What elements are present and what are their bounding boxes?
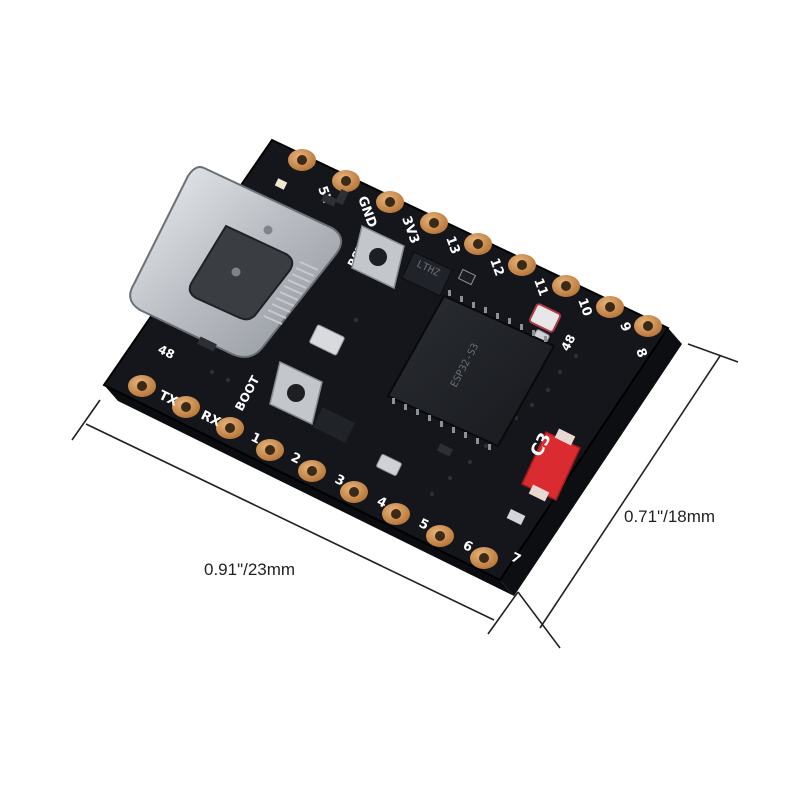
led-left-label: 48 (156, 342, 177, 362)
usb-screw (263, 225, 273, 235)
pcb-edge (104, 385, 514, 596)
pcb-edge-right (500, 328, 682, 596)
pin-label-tx: TX (156, 388, 180, 410)
pin-label-10: 10 (574, 296, 594, 318)
pin-label-12: 12 (486, 256, 506, 278)
usb-c-port (188, 224, 294, 321)
height-label: 0.71"/18mm (624, 507, 715, 526)
top-pads (288, 149, 662, 337)
width-label: 0.91"/23mm (204, 560, 295, 579)
chip-pins (392, 290, 547, 450)
c3-cube: C3 (521, 428, 581, 502)
rst-button-cap (369, 248, 387, 266)
pin-label-11: 11 (530, 276, 550, 298)
usb-c-connector[interactable] (129, 166, 343, 358)
boot-button[interactable] (269, 360, 323, 426)
height-dimension (517, 343, 739, 649)
power-led (274, 178, 288, 190)
boot-button-cap (287, 384, 305, 402)
pin-label-13: 13 (442, 234, 462, 256)
usb-screw (231, 267, 241, 277)
usb-pins (263, 261, 319, 325)
width-dimension (71, 399, 519, 635)
rst-button[interactable] (351, 224, 405, 290)
rgb-led (528, 303, 562, 333)
led-right-label: 48 (558, 332, 578, 353)
esp32-s3-chip: ESP32-S3 (386, 290, 556, 450)
regulator-chip: LTHZ (401, 251, 453, 297)
bottom-pads (128, 375, 498, 569)
pcb-traces (209, 317, 579, 497)
